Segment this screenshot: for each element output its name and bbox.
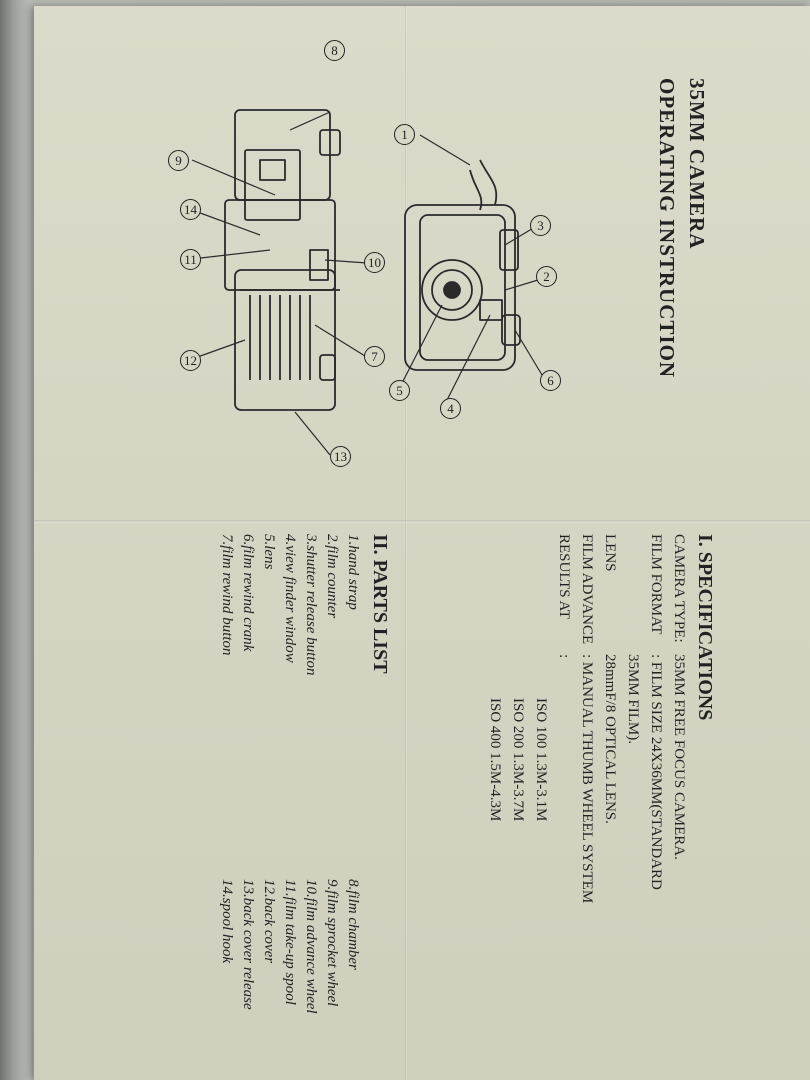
spec-row: ISO 400 1.5M-4.3M xyxy=(487,698,503,822)
callout-10: 10 xyxy=(364,252,385,273)
callout-8: 8 xyxy=(324,40,345,61)
list-item: 1.hand strap8.film chamber xyxy=(345,534,361,970)
callout-11: 11 xyxy=(180,249,201,270)
fold-line-horizontal xyxy=(34,520,810,523)
parts-list-section: II. PARTS LIST 1.hand strap8.film chambe… xyxy=(216,534,397,1014)
callout-13: 13 xyxy=(330,446,351,467)
title-line-1: 35MM CAMERA xyxy=(685,78,709,250)
spec-row: FILM ADVANCE: MANUAL THUMB WHEEL SYSTEM xyxy=(579,534,595,904)
spec-row: FILM FORMAT: FILM SIZE 24X36MM(STANDARD xyxy=(648,534,664,890)
document-title: 35MM CAMERA OPERATING INSTRUCTION xyxy=(652,78,712,378)
callout-1: 1 xyxy=(394,124,415,145)
callout-4: 4 xyxy=(440,398,461,419)
parts-list-rows: 1.hand strap8.film chamber 2.film counte… xyxy=(216,534,363,1014)
spec-row: CAMERA TYPE:35MM FREE FOCUS CAMERA. xyxy=(671,534,687,860)
callout-5: 5 xyxy=(389,380,410,401)
list-item: 6.film rewind crank13.back cover release xyxy=(240,534,256,1010)
camera-diagram xyxy=(191,109,543,456)
specifications-heading: I. SPECIFICATIONS xyxy=(694,534,716,721)
spec-row: ISO 200 1.3M-3.7M xyxy=(510,698,526,822)
list-item: 2.film counter9.film sprocket wheel xyxy=(324,534,340,1007)
callout-leader-lines xyxy=(191,111,543,456)
specifications-rows: CAMERA TYPE:35MM FREE FOCUS CAMERA. FILM… xyxy=(483,534,690,903)
specifications-section: I. SPECIFICATIONS CAMERA TYPE:35MM FREE … xyxy=(483,534,720,903)
callout-12: 12 xyxy=(180,350,201,371)
camera-open-back-drawing xyxy=(224,109,341,411)
callout-6: 6 xyxy=(540,370,561,391)
instruction-sheet xyxy=(34,6,810,1080)
list-item: 3.shutter release button10.film advance … xyxy=(303,534,319,1014)
callout-3: 3 xyxy=(530,215,551,236)
parts-list-heading: II. PARTS LIST xyxy=(369,534,391,674)
list-item: 4.view finder window11.film take-up spoo… xyxy=(282,534,298,1005)
list-item: 7.film rewind button14.spool hook xyxy=(219,534,235,964)
callout-9: 9 xyxy=(168,150,189,171)
callout-7: 7 xyxy=(364,346,385,367)
list-item: 5.lens12.back cover xyxy=(261,534,277,964)
spec-row: RESULTS AT: xyxy=(556,534,572,659)
spec-row: 35MM FILM). xyxy=(625,654,641,745)
fold-line-vertical xyxy=(405,6,407,1080)
callout-14: 14 xyxy=(180,199,201,220)
spec-row: LENS28mmF/8 OPTICAL LENS. xyxy=(602,534,618,824)
callout-2: 2 xyxy=(536,266,557,287)
title-line-2: OPERATING INSTRUCTION xyxy=(655,78,679,379)
spec-row: ISO 100 1.3M-3.1M xyxy=(533,698,549,822)
camera-front-drawing xyxy=(404,159,521,371)
